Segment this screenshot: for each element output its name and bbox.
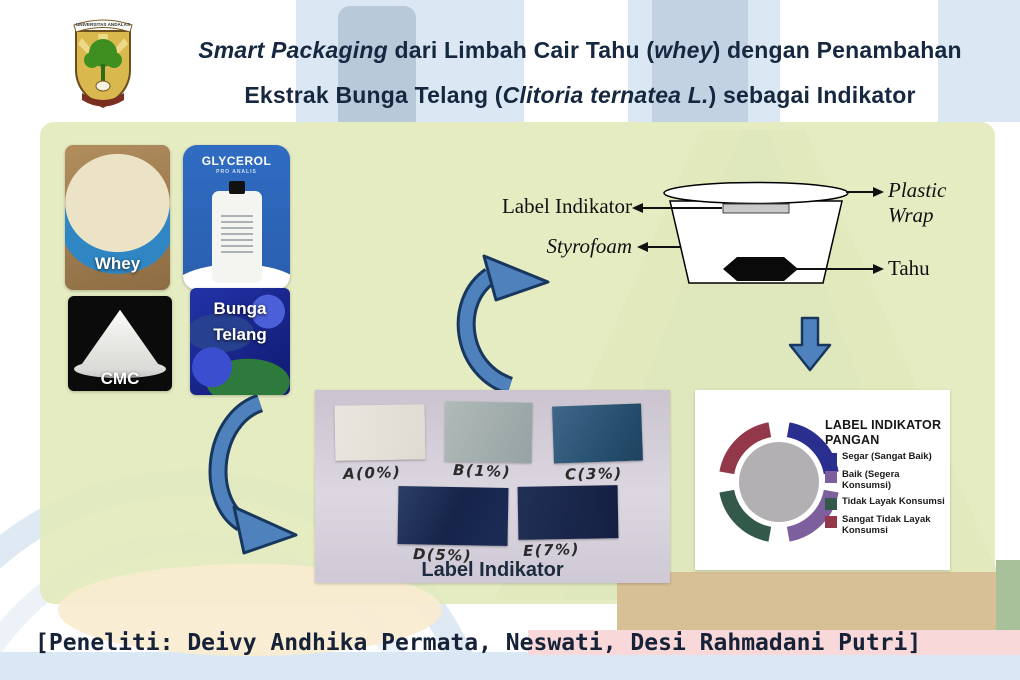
- legend-label-sangat-tidak-layak: Sangat Tidak Layak Konsumsi: [842, 513, 931, 536]
- cmc-powder-pile: [79, 309, 161, 368]
- test-tube-watermark: [338, 6, 416, 122]
- indicator-label-card: LABEL INDIKATOR PANGAN Segar (Sangat Bai…: [695, 390, 950, 570]
- glycerol-bottle-label: [221, 215, 253, 255]
- flow-arrow-up-icon: [456, 254, 550, 392]
- diagram-label-plastic-wrap: Plastic Wrap: [888, 178, 947, 227]
- legend-swatch-tidak-layak: [825, 497, 837, 510]
- flow-arrow-down-curve-icon: [208, 395, 298, 555]
- bunga-telang-label: Bunga Telang: [190, 296, 290, 348]
- legend-label-segar: Segar (Sangat Baik): [842, 451, 932, 462]
- bottom-tan-band: [617, 572, 1020, 630]
- flow-arrow-down-icon: [788, 316, 832, 372]
- logo-banner-text: UNIVERSITAS ANDALAS: [76, 22, 130, 27]
- film-sample-a-label: A(0%): [342, 462, 402, 484]
- indicator-card-title-line2: PANGAN: [825, 433, 880, 447]
- title-segment: Ekstrak Bunga Telang (: [244, 82, 503, 108]
- legend-label-tidak-layak: Tidak Layak Konsumsi: [842, 495, 945, 507]
- indicator-card-title: LABEL INDIKATOR PANGAN: [825, 418, 945, 448]
- legend-item-tidak-layak: Tidak Layak Konsumsi: [825, 495, 947, 510]
- title-segment: ) dengan Penambahan: [712, 37, 962, 63]
- indicator-legend: Segar (Sangat Baik) Baik (Segera Konsums…: [825, 451, 947, 542]
- university-logo: UNIVERSITAS ANDALAS: [73, 19, 133, 109]
- legend-swatch-baik: [825, 471, 837, 483]
- cmc-label: CMC: [100, 369, 140, 388]
- indicator-card-title-line1: LABEL INDIKATOR: [825, 418, 942, 432]
- legend-label-baik: Baik (Segera Konsumsi): [842, 469, 900, 491]
- bunga-telang-photo: Bunga Telang: [190, 288, 290, 395]
- diagram-label-styrofoam: Styrofoam: [546, 234, 632, 258]
- film-sample-b: [444, 401, 533, 463]
- label-indicator-caption: Label Indikator: [421, 559, 564, 581]
- glycerol-title: GLYCEROL: [201, 154, 272, 168]
- film-sample-c: [552, 403, 643, 464]
- legend-item-baik: Baik (Segera Konsumsi): [825, 469, 947, 492]
- film-sample-a: [334, 404, 426, 461]
- film-sample-e: [517, 485, 619, 540]
- whey-label: Whey: [94, 254, 141, 273]
- bottom-blue-band: [0, 652, 1020, 680]
- bottom-green-shape: [996, 560, 1020, 630]
- flask-watermark-top: [938, 0, 1020, 122]
- film-sample-b-label: B(1%): [452, 460, 512, 482]
- title-segment: Clitoria ternatea L.: [502, 82, 709, 108]
- legend-item-segar: Segar (Sangat Baik): [825, 451, 947, 465]
- film-sample-c-label: C(3%): [564, 464, 623, 484]
- title-segment: Smart Packaging: [198, 37, 388, 63]
- bunga-telang-label-line2: Telang: [213, 325, 267, 344]
- researchers-credit: [Peneliti: Deivy Andhika Permata, Neswat…: [35, 630, 922, 656]
- cmc-photo: CMC: [68, 296, 172, 391]
- title-line-1: Smart Packaging dari Limbah Cair Tahu (w…: [150, 28, 1010, 73]
- bunga-telang-label-line1: Bunga: [213, 299, 267, 318]
- poster-title: Smart Packaging dari Limbah Cair Tahu (w…: [150, 28, 1010, 118]
- label-indicator-photo: A(0%) B(1%) C(3%) D(5%) E(7%) Label Indi…: [315, 390, 670, 583]
- diagram-label-tahu: Tahu: [888, 256, 930, 280]
- title-segment: dari Limbah Cair Tahu (: [387, 37, 655, 63]
- flask-neck-watermark: [652, 0, 748, 122]
- film-sample-e-label: E(7%): [522, 540, 581, 560]
- film-sample-d: [397, 486, 509, 546]
- title-segment: whey: [654, 37, 713, 63]
- packaging-diagram: Label Indikator Styrofoam Plastic Wrap T…: [490, 168, 995, 318]
- title-line-2: Ekstrak Bunga Telang (Clitoria ternatea …: [150, 73, 1010, 118]
- glycerol-bottle-cap: [229, 181, 245, 194]
- whey-photo: Whey: [65, 145, 170, 290]
- glycerol-photo: GLYCEROL PRO ANALIS: [183, 145, 290, 290]
- bottom-pink-band: [528, 630, 1020, 655]
- legend-item-sangat-tidak-layak: Sangat Tidak Layak Konsumsi: [825, 513, 947, 537]
- title-segment: ) sebagai Indikator: [708, 82, 916, 108]
- legend-swatch-sangat-tidak-layak: [825, 515, 837, 528]
- styrofoam-container-drawing: [632, 181, 884, 284]
- diagram-label-indikator: Label Indikator: [501, 194, 632, 218]
- legend-swatch-segar: [825, 453, 837, 465]
- glycerol-subtitle: PRO ANALIS: [216, 169, 257, 175]
